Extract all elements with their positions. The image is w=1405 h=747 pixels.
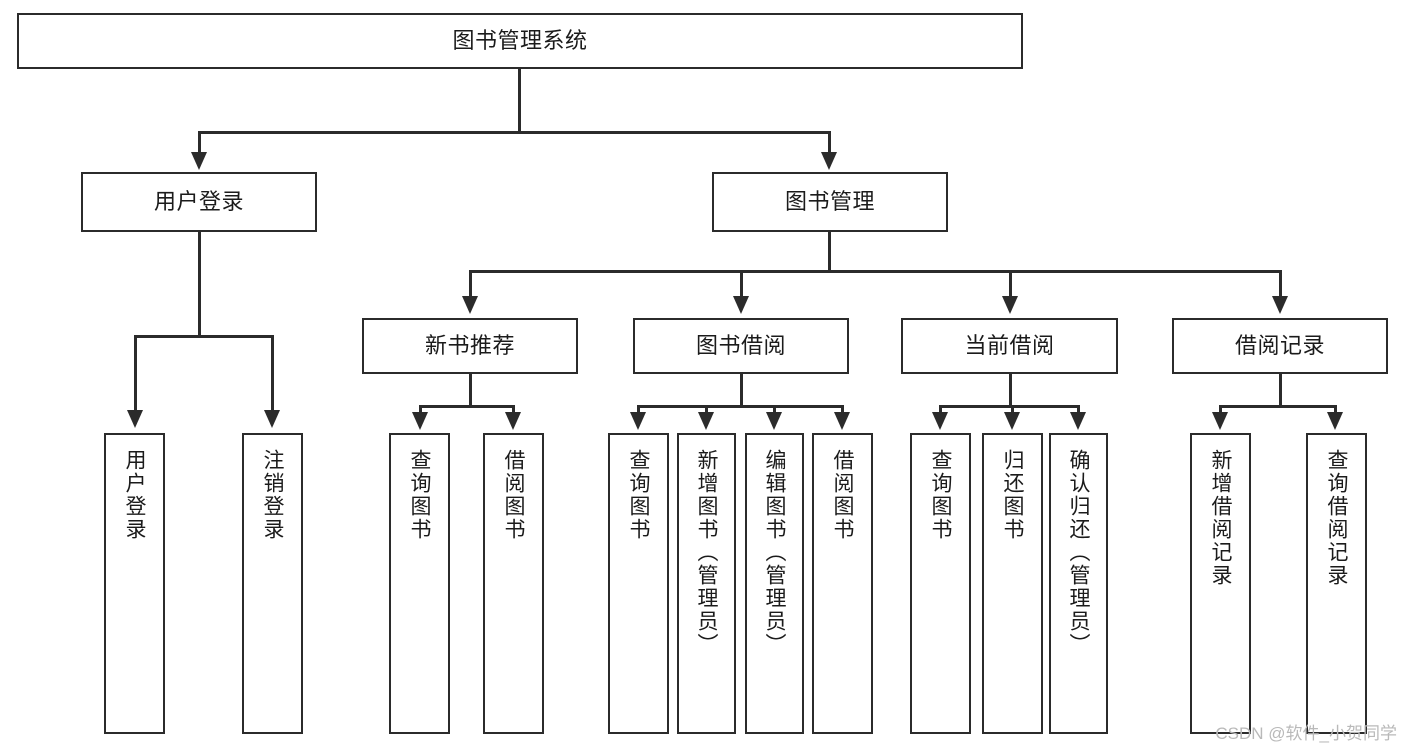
node-root-label: 图书管理系统 (452, 27, 588, 53)
node-leaf-query-book-1-label: 查询图书 (408, 449, 431, 541)
arrow-root-to-book-manage (821, 152, 837, 170)
arrow-user-login-to-leaf-1 (127, 410, 143, 428)
node-leaf-query-record[interactable]: 查询借阅记录 (1306, 433, 1367, 734)
connector-current-borrow-bar (939, 405, 1079, 408)
connector-book-borrow-to-leaf-4 (841, 405, 844, 415)
arrow-current-borrow-to-leaf-3 (1070, 412, 1086, 430)
node-book-borrow[interactable]: 图书借阅 (633, 318, 849, 374)
node-leaf-borrow-book-1[interactable]: 借阅图书 (483, 433, 544, 734)
node-leaf-logout[interactable]: 注销登录 (242, 433, 303, 734)
node-leaf-user-login-label: 用户登录 (123, 449, 146, 541)
node-current-borrow[interactable]: 当前借阅 (901, 318, 1118, 374)
connector-current-borrow-to-leaf-1 (939, 405, 942, 415)
node-leaf-return-book[interactable]: 归还图书 (982, 433, 1043, 734)
csdn-watermark: CSDN @软件_小贺同学 (1215, 724, 1397, 743)
connector-book-manage-stem (828, 232, 831, 272)
connector-borrow-record-to-leaf-2 (1334, 405, 1337, 415)
node-leaf-query-book-3[interactable]: 查询图书 (910, 433, 971, 734)
node-leaf-add-record-label: 新增借阅记录 (1209, 449, 1232, 587)
node-leaf-borrow-book-2[interactable]: 借阅图书 (812, 433, 873, 734)
connector-user-login-bar (134, 335, 273, 338)
arrow-book-borrow-to-leaf-4 (834, 412, 850, 430)
node-leaf-confirm-return-label: 确认归还（管理员） (1067, 449, 1090, 656)
node-leaf-edit-book[interactable]: 编辑图书（管理员） (745, 433, 804, 734)
arrow-book-manage-to-new-book-rec (462, 296, 478, 314)
node-leaf-query-record-label: 查询借阅记录 (1325, 449, 1348, 587)
connector-book-borrow-bar (637, 405, 843, 408)
node-leaf-borrow-book-2-label: 借阅图书 (831, 449, 854, 541)
node-current-borrow-label: 当前借阅 (964, 332, 1055, 358)
arrow-borrow-record-to-leaf-1 (1212, 412, 1228, 430)
arrow-book-borrow-to-leaf-3 (766, 412, 782, 430)
arrow-new-book-rec-to-leaf-1 (412, 412, 428, 430)
connector-current-borrow-to-leaf-2 (1011, 405, 1014, 415)
arrow-book-manage-to-book-borrow (733, 296, 749, 314)
node-leaf-edit-book-label: 编辑图书（管理员） (763, 449, 786, 656)
connector-new-book-rec-stem (469, 374, 472, 407)
node-leaf-query-book-1[interactable]: 查询图书 (389, 433, 450, 734)
connector-root-stem (518, 69, 521, 132)
node-leaf-user-login[interactable]: 用户登录 (104, 433, 165, 734)
arrow-book-borrow-to-leaf-1 (630, 412, 646, 430)
connector-book-manage-to-current-borrow (1009, 270, 1012, 298)
node-root[interactable]: 图书管理系统 (17, 13, 1023, 69)
connector-new-book-rec-to-leaf-1 (419, 405, 422, 415)
connector-current-borrow-to-leaf-3 (1077, 405, 1080, 415)
connector-user-login-to-leaf-2 (271, 335, 274, 413)
node-new-book-rec[interactable]: 新书推荐 (362, 318, 578, 374)
connector-book-manage-to-new-book-rec (469, 270, 472, 298)
node-leaf-query-book-3-label: 查询图书 (929, 449, 952, 541)
connector-new-book-rec-bar (419, 405, 514, 408)
connector-root-to-user-login (198, 131, 201, 156)
arrow-book-manage-to-borrow-record (1272, 296, 1288, 314)
connector-root-bar (198, 131, 830, 134)
arrow-borrow-record-to-leaf-2 (1327, 412, 1343, 430)
connector-book-borrow-to-leaf-2 (705, 405, 708, 415)
arrow-book-borrow-to-leaf-2 (698, 412, 714, 430)
arrow-current-borrow-to-leaf-2 (1004, 412, 1020, 430)
connector-current-borrow-stem (1009, 374, 1012, 407)
node-user-login-label: 用户登录 (153, 188, 244, 214)
connector-borrow-record-bar (1219, 405, 1336, 408)
arrow-current-borrow-to-leaf-1 (932, 412, 948, 430)
node-book-manage-label: 图书管理 (784, 188, 875, 214)
connector-borrow-record-stem (1279, 374, 1282, 407)
node-borrow-record[interactable]: 借阅记录 (1172, 318, 1388, 374)
node-leaf-return-book-label: 归还图书 (1001, 449, 1024, 541)
node-book-borrow-label: 图书借阅 (695, 332, 786, 358)
connector-new-book-rec-to-leaf-2 (512, 405, 515, 415)
node-leaf-add-book[interactable]: 新增图书（管理员） (677, 433, 736, 734)
node-borrow-record-label: 借阅记录 (1234, 332, 1325, 358)
connector-book-manage-bar (469, 270, 1281, 273)
node-new-book-rec-label: 新书推荐 (424, 332, 515, 358)
node-user-login[interactable]: 用户登录 (81, 172, 317, 232)
node-leaf-add-record[interactable]: 新增借阅记录 (1190, 433, 1251, 734)
connector-user-login-to-leaf-1 (134, 335, 137, 413)
node-leaf-logout-label: 注销登录 (261, 449, 284, 541)
arrow-new-book-rec-to-leaf-2 (505, 412, 521, 430)
node-book-manage[interactable]: 图书管理 (712, 172, 948, 232)
arrow-book-manage-to-current-borrow (1002, 296, 1018, 314)
node-leaf-query-book-2[interactable]: 查询图书 (608, 433, 669, 734)
connector-root-to-book-manage (828, 131, 831, 156)
node-leaf-confirm-return[interactable]: 确认归还（管理员） (1049, 433, 1108, 734)
connector-book-manage-to-borrow-record (1279, 270, 1282, 298)
connector-book-manage-to-book-borrow (740, 270, 743, 298)
connector-book-borrow-to-leaf-1 (637, 405, 640, 415)
connector-book-borrow-stem (740, 374, 743, 407)
connector-borrow-record-to-leaf-1 (1219, 405, 1222, 415)
node-leaf-borrow-book-1-label: 借阅图书 (502, 449, 525, 541)
connector-user-login-stem (198, 232, 201, 336)
node-leaf-add-book-label: 新增图书（管理员） (695, 449, 718, 656)
connector-book-borrow-to-leaf-3 (773, 405, 776, 415)
arrow-root-to-user-login (191, 152, 207, 170)
arrow-user-login-to-leaf-2 (264, 410, 280, 428)
node-leaf-query-book-2-label: 查询图书 (627, 449, 650, 541)
